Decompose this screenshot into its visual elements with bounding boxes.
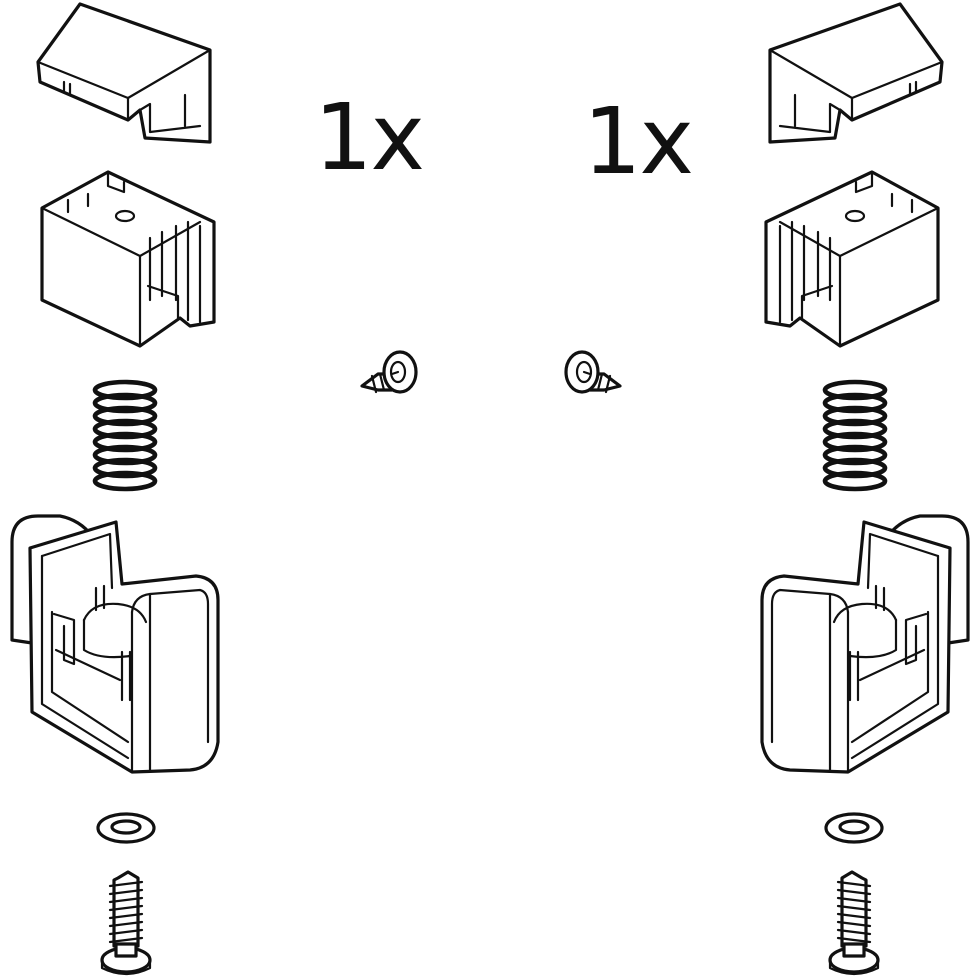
cover-cap-right [768, 2, 944, 144]
small-screw-left [360, 350, 418, 394]
right-assembly [760, 2, 970, 976]
compression-spring-right [825, 382, 885, 489]
washer-right [824, 812, 884, 844]
cover-cap-left [36, 2, 212, 144]
quantity-label-right: 1x [583, 88, 694, 195]
mounting-screw-left [100, 870, 152, 976]
washer-left [96, 812, 156, 844]
slide-block-right [764, 170, 940, 348]
compression-spring-left [95, 382, 155, 489]
small-screw-right [564, 350, 622, 394]
slide-block-left [40, 170, 216, 348]
base-bracket-right [760, 514, 970, 774]
base-bracket-left [10, 514, 220, 774]
mounting-screw-right [828, 870, 880, 976]
quantity-label-left: 1x [314, 84, 425, 191]
